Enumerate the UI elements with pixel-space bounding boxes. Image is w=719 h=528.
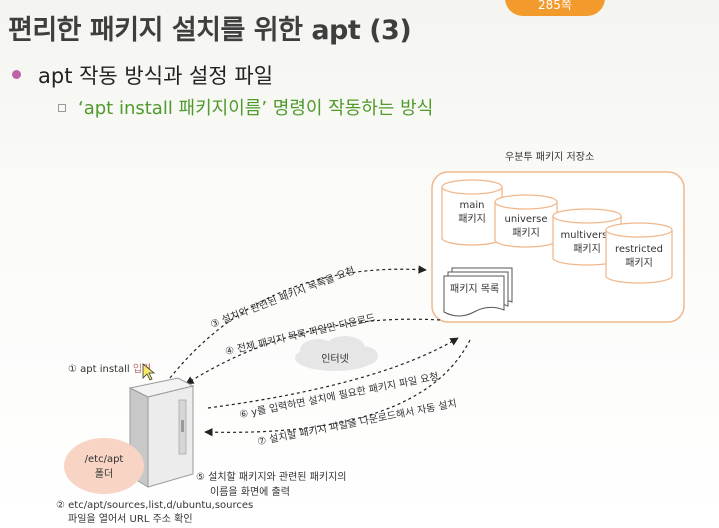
package-list-document: 패키지 목록 [443, 267, 513, 317]
repo-multiverse-cylinder: multiverse 패키지 [552, 208, 622, 266]
repo-universe-label: 패키지 [512, 227, 540, 239]
step5-line2: 이름을 화면에 출력 [210, 486, 290, 498]
step5-line1: ⑤ 설치할 패키지와 관련된 패키지의 [196, 471, 346, 483]
internet-label: 인터넷 [321, 353, 349, 365]
bullet-icon [12, 70, 21, 79]
step1-text: ① apt install 입력 [68, 362, 151, 375]
repo-multiverse-name: multiverse [560, 230, 613, 241]
repo-main-label: 패키지 [458, 213, 486, 225]
repo-universe-name: universe [505, 214, 548, 225]
arrow-step3 [169, 265, 427, 379]
step2-line1: ② etc/apt/sources,list,d/ubuntu,sources [56, 500, 253, 511]
repo-universe-cylinder: universe 패키지 [494, 194, 558, 248]
repo-main-name: main [460, 200, 485, 211]
bullet-main: apt 작동 방식과 설정 파일 [38, 64, 274, 88]
arrow-step4 [185, 318, 441, 385]
etc-apt-line1: /etc/apt [85, 454, 124, 465]
arrow-step7 [204, 339, 471, 437]
repo-multiverse-label: 패키지 [573, 243, 601, 255]
arrow-step6 [207, 337, 459, 409]
repo-restricted-cylinder: restricted 패키지 [605, 222, 673, 284]
package-list-label: 패키지 목록 [450, 283, 499, 295]
page-badge: 285쪽 [505, 0, 605, 16]
bullet-sub: ‘apt install 패키지이름’ 명령이 작동하는 방식 [78, 98, 434, 119]
internet-cloud: 인터넷 [295, 336, 378, 371]
etc-apt-ellipse [64, 438, 144, 494]
repo-title: 우분투 패키지 저장소 [505, 151, 594, 163]
step2-line2: 파일을 열어서 URL 주소 확인 [68, 513, 193, 525]
repo-restricted-label: 패키지 [625, 257, 653, 269]
sub-bullet-icon [58, 104, 66, 112]
etc-apt-line2: 폴더 [95, 468, 113, 480]
page-title: 편리한 패키지 설치를 위한 apt (3) [8, 15, 412, 46]
repo-restricted-name: restricted [615, 244, 663, 255]
repo-main-cylinder: main 패키지 [441, 179, 503, 246]
mouse-cursor-icon [142, 363, 156, 381]
